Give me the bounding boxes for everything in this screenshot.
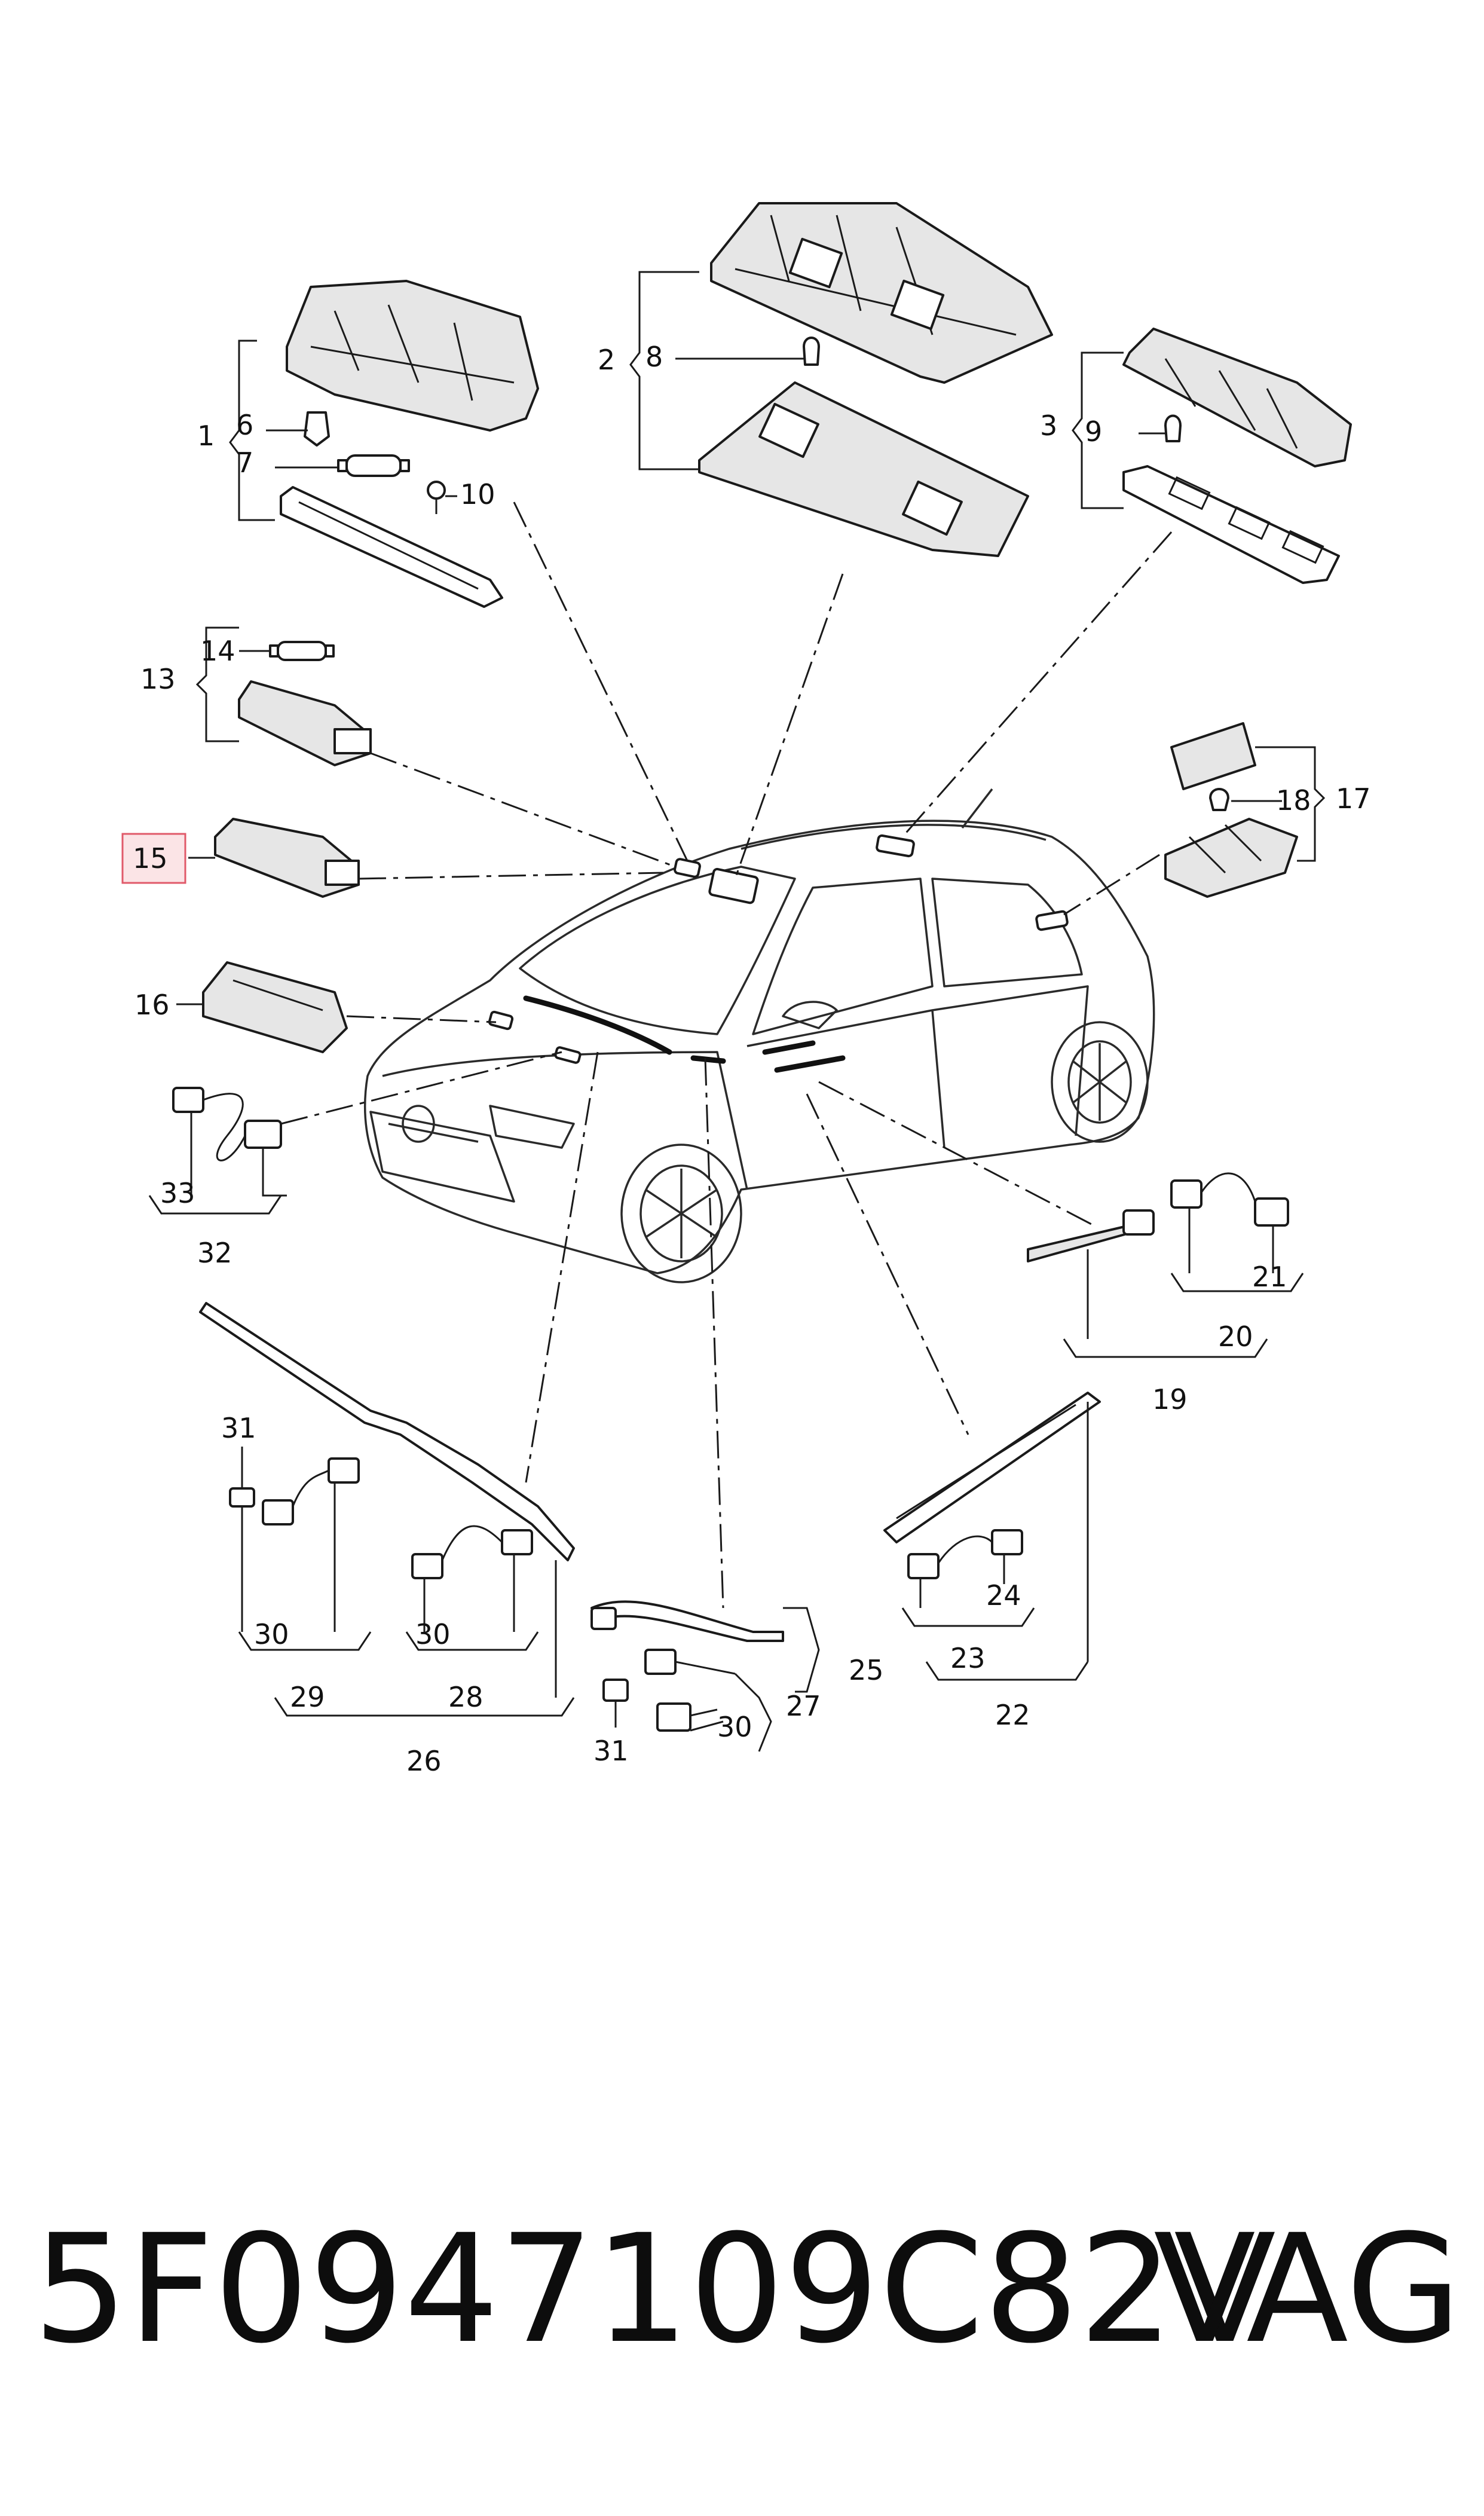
part-32-wiring-harness [172,1087,282,1161]
label-20: 20 [1218,1320,1253,1353]
label-18: 18 [1276,784,1311,817]
label-16: 16 [134,989,170,1021]
brackets [148,271,1326,1752]
part-8-bulb [803,337,820,366]
label-19: 19 [1152,1383,1188,1416]
roof-line [741,824,1047,850]
label-33: 33 [160,1177,195,1209]
part-1-front-interior-light [280,280,539,608]
label-10: 10 [460,478,495,510]
car-light-pos-front-reading [674,858,701,878]
part-14-festoon-bulb [269,641,335,661]
part-7-festoon-bulb [337,454,410,477]
label-30c: 30 [717,1711,752,1743]
car-light-pos-glovebox [488,1010,514,1031]
part-29-wiring-harness [229,1457,360,1526]
antenna [961,788,993,829]
car-illustration [363,788,1155,1283]
part-19-light-strip [1027,1209,1155,1262]
label-28: 28 [448,1681,484,1713]
headlight [489,1105,575,1149]
part-number: 5F0947109C82V [33,2202,1276,2376]
part-18-bulb [1209,788,1229,811]
label-29: 29 [290,1681,325,1713]
car-ambient-strip-dash [523,995,672,1055]
door-line [746,985,1089,1148]
part-16-glovebox-light [202,961,348,1053]
label-31a: 31 [221,1412,256,1444]
label-15: 15 [133,842,168,875]
car-ambient-strip-center [690,1055,726,1064]
brand-name: VAG [1153,2202,1462,2376]
callout-labels: 1 6 7 10 2 8 3 9 13 14 15 16 17 18 33 32… [133,341,1371,1777]
label-31b: 31 [593,1735,629,1767]
windshield [519,866,796,1035]
car-badge [402,1105,435,1143]
side-window-front [752,878,934,1035]
label-21: 21 [1252,1261,1287,1293]
label-30b: 30 [415,1618,451,1650]
part-27-wiring-harness [644,1649,736,1732]
label-3: 3 [1040,409,1057,442]
part-15-interior-light [214,818,360,898]
part-25-console-light-strip [590,1600,784,1642]
part-17-luggage-light [1164,722,1298,898]
label-14: 14 [200,635,235,667]
rear-wheel [1051,1021,1149,1143]
part-9-bulb [1164,414,1182,442]
leader-lines [280,502,1173,1609]
front-wheel [620,1144,742,1283]
car-light-pos-luggage [1035,910,1069,931]
car-ambient-strip-door-1 [762,1040,816,1055]
front-grille [369,1111,515,1203]
highlight-box-15 [121,833,186,884]
part-3-rear-interior-light [1122,328,1352,584]
label-2: 2 [598,344,615,376]
part-13-reading-light [238,680,372,766]
part-31-connector [602,1679,629,1702]
label-6: 6 [236,409,253,441]
footer: 5F0947109C82V VAG [0,2200,1484,2379]
label-13: 13 [140,663,176,695]
label-8: 8 [645,341,663,373]
part-26-dash-light-strip [199,1302,575,1561]
label-26: 26 [406,1745,442,1777]
mirror [782,1001,838,1029]
label-23: 23 [950,1642,986,1674]
part-23-wiring-harness [907,1529,1023,1579]
car-light-pos-roof-module [708,867,759,904]
part-6-bulb-clip [304,411,330,447]
car-light-pos-footwell [554,1046,582,1064]
car-body-outline [363,820,1155,1274]
side-window-rear [931,878,1083,988]
label-32: 32 [197,1237,232,1269]
car-light-pos-rear-roof [876,834,915,858]
label-17: 17 [1336,782,1371,815]
part-20-wiring-harness [1170,1172,1289,1227]
hood-line [382,1051,748,1190]
label-1: 1 [197,420,215,452]
label-9: 9 [1085,415,1102,448]
label-7: 7 [236,447,253,479]
label-30a: 30 [254,1618,289,1650]
label-22: 22 [995,1699,1030,1731]
label-24: 24 [986,1579,1021,1612]
part-10-screw [427,481,446,514]
part-28-wiring-harness [411,1525,533,1579]
part-2-roof-module [698,202,1053,557]
label-25: 25 [849,1654,884,1686]
label-27: 27 [786,1690,821,1722]
car-ambient-strip-door-2 [774,1055,846,1073]
part-22-door-light-strip [883,1392,1101,1543]
